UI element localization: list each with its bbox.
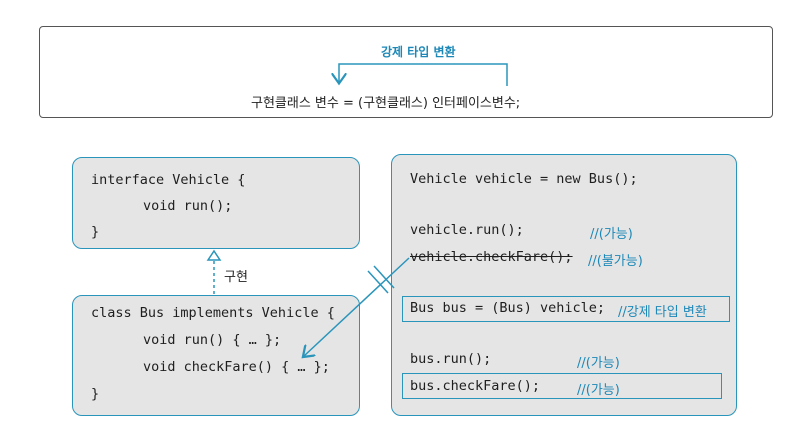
vehicle-checkfare-comment: //(불가능) [588, 254, 643, 269]
cast-statement: Bus bus = (Bus) vehicle; [410, 300, 606, 316]
cast-highlight-box [402, 296, 730, 322]
cast-bracket-arrow [339, 63, 508, 86]
interface-method: void run(); [143, 198, 233, 214]
cast-formula: 구현클래스 변수 = (구현클래스) 인터페이스변수; [251, 96, 521, 111]
bus-run-comment: //(가능) [577, 356, 620, 371]
interface-box [72, 157, 360, 249]
implements-arrow-head [206, 249, 222, 261]
class-checkfare-method: void checkFare() { … }; [143, 359, 330, 375]
vehicle-checkfare-call: vehicle.checkFare(); [410, 249, 573, 265]
cast-comment: //강제 타입 변환 [618, 305, 707, 320]
vehicle-run-call: vehicle.run(); [410, 222, 524, 238]
cast-formula-box [39, 26, 773, 118]
bus-checkfare-comment: //(가능) [577, 383, 620, 398]
interface-close: } [91, 224, 100, 240]
cast-label: 강제 타입 변환 [381, 45, 456, 59]
interface-decl: interface Vehicle { [91, 172, 246, 188]
implements-label: 구현 [224, 270, 248, 285]
blocked-mark-2 [373, 265, 395, 289]
class-run-method: void run() { … }; [143, 332, 282, 348]
vehicle-declaration: Vehicle vehicle = new Bus(); [410, 171, 638, 187]
usage-box [391, 154, 737, 416]
class-close: } [91, 386, 100, 402]
blocked-mark-1 [367, 270, 389, 294]
class-decl: class Bus implements Vehicle { [91, 305, 335, 321]
bus-checkfare-call: bus.checkFare(); [410, 378, 541, 394]
vehicle-run-comment: //(가능) [590, 227, 633, 242]
bus-run-call: bus.run(); [410, 351, 492, 367]
bus-checkfare-highlight-box [402, 373, 722, 399]
blocked-call-arrow [304, 257, 410, 356]
